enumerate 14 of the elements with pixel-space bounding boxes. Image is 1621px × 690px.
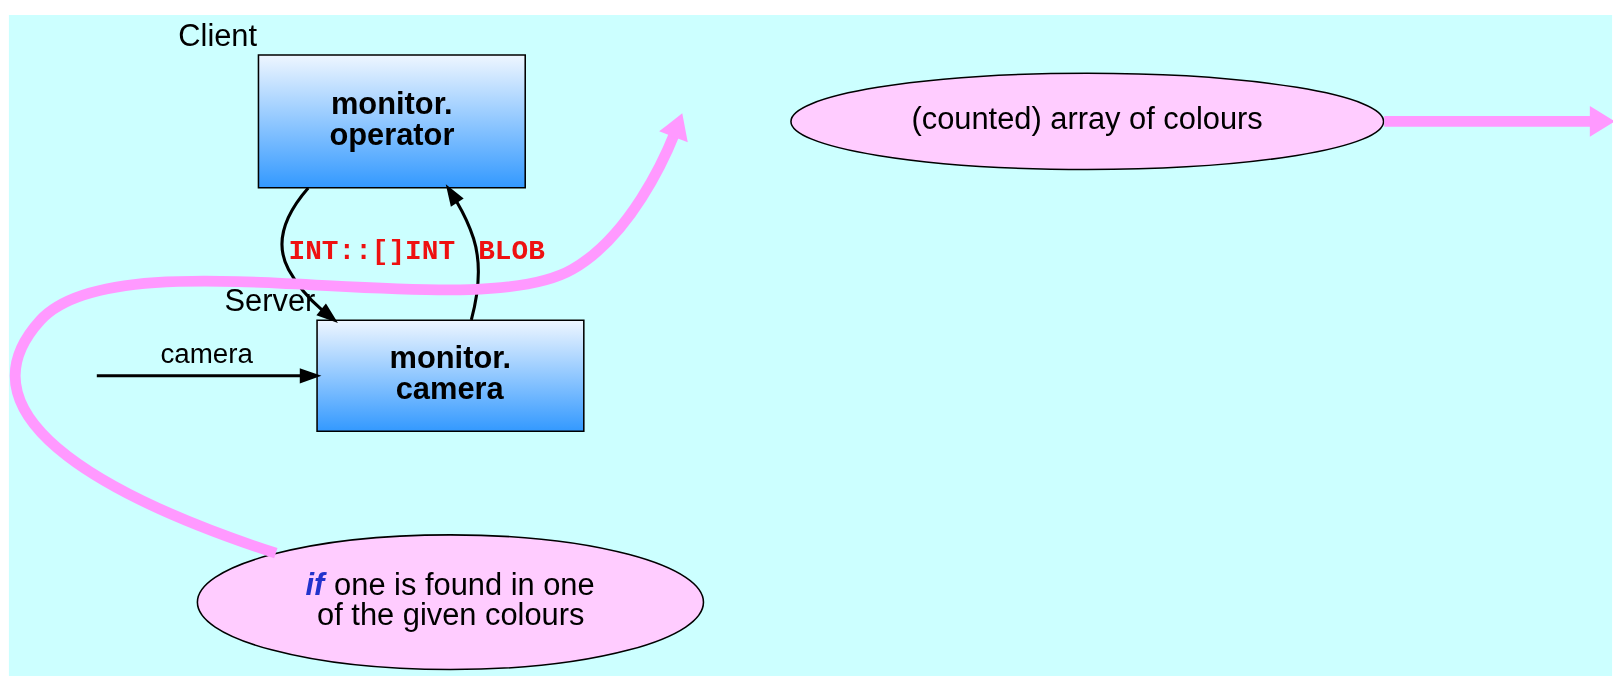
node-box: monitor. operator (257, 53, 526, 188)
edge-label: camera (160, 337, 253, 369)
node-ellipse: if one is found in one of the given colours (196, 533, 705, 670)
arrow (445, 183, 480, 320)
node-box: monitor. camera (316, 319, 585, 432)
node-ellipse: (counted) array of colours (790, 71, 1385, 170)
arrow (280, 186, 338, 323)
arrow (96, 367, 322, 383)
edge-label: BLOB (478, 235, 545, 267)
edge-label: INT::[]INT (288, 235, 456, 267)
node-label: Server (224, 282, 316, 318)
arrow (10, 112, 688, 558)
arrow (1384, 105, 1613, 137)
node-label: Client (178, 17, 258, 53)
